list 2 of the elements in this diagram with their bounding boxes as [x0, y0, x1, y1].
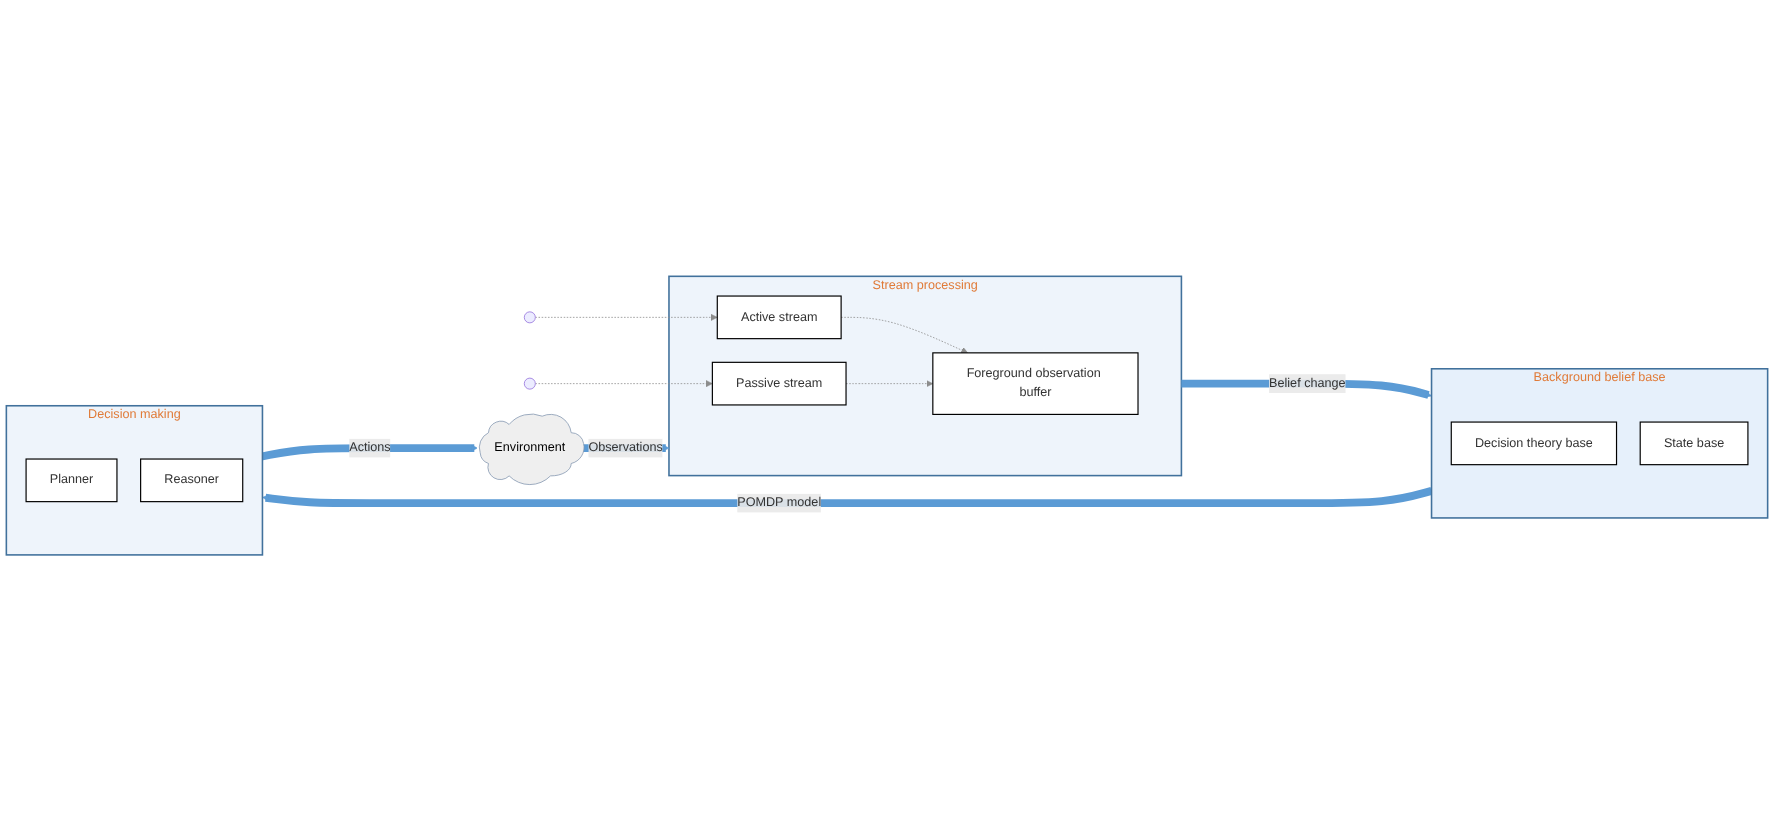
arrow	[261, 443, 478, 460]
arrow	[262, 486, 1433, 507]
